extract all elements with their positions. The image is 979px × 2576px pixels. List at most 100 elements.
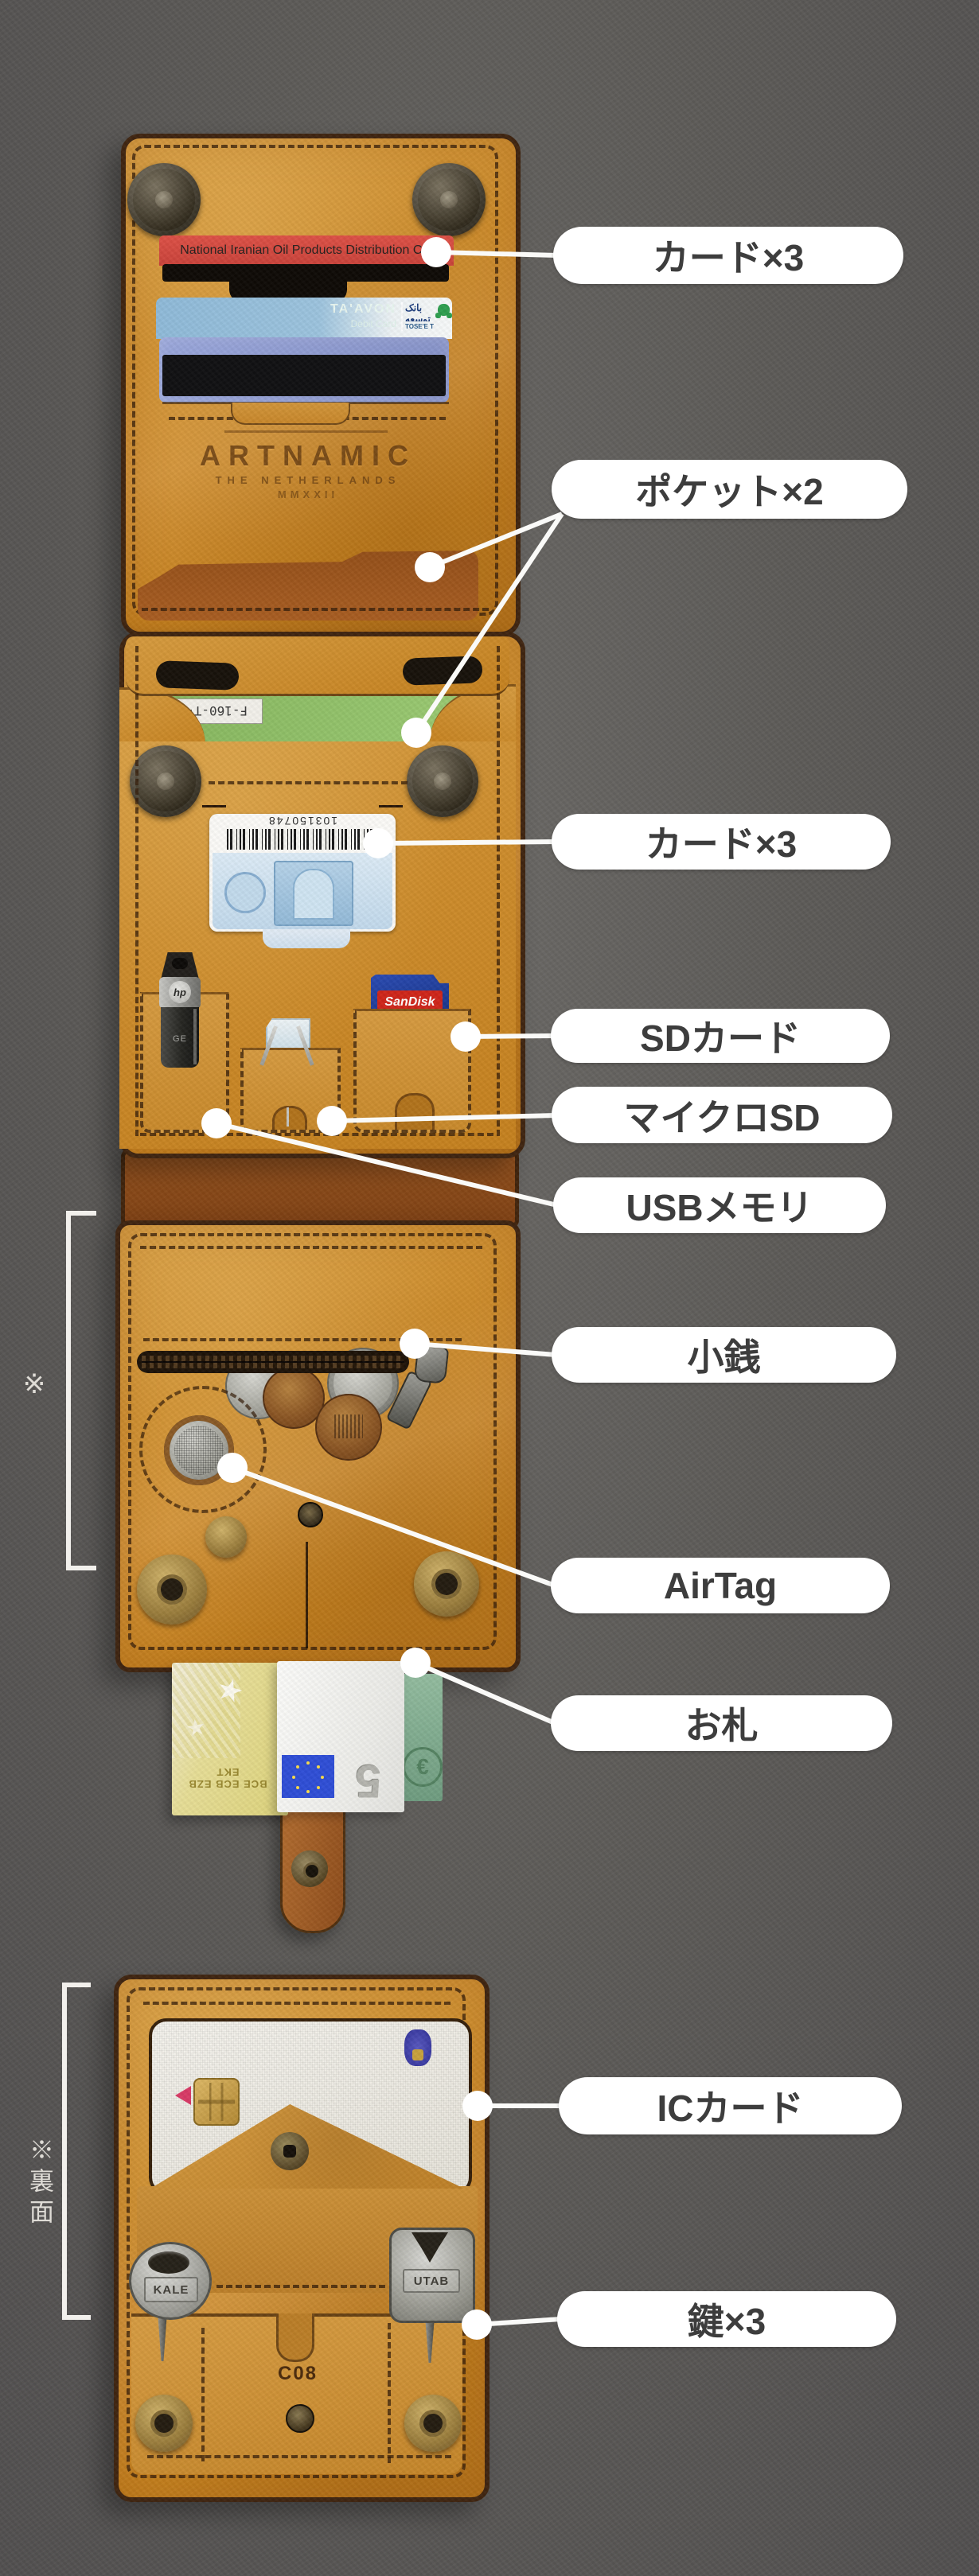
callout-label-usb: USBメモリ <box>553 1177 886 1233</box>
label-text: USBメモリ <box>626 1187 813 1228</box>
stitch-column <box>497 646 500 1136</box>
usb-label-text: GE <box>173 1034 187 1044</box>
label-text: ポケット×2 <box>635 471 824 512</box>
side-note-back: ※裏面 <box>25 2136 53 2230</box>
flap-slot <box>155 660 240 691</box>
leather-slit <box>202 805 226 807</box>
bracket-front <box>66 1211 71 1570</box>
debit-card-name: TA'AVON <box>330 302 396 316</box>
bracket-back-arm <box>62 1983 91 1987</box>
wallet-spine <box>121 1149 519 1228</box>
brass-button <box>205 1516 247 1558</box>
rivet <box>286 2404 314 2433</box>
bracket-front-arm <box>66 1211 96 1216</box>
euro-symbol-mark: € <box>403 1747 443 1787</box>
label-text: ICカード <box>657 2088 804 2129</box>
banknote-code-text: BCE ECB EZB EKT <box>188 1766 267 1790</box>
stitch-row <box>209 781 408 784</box>
stitch-column <box>388 2323 391 2463</box>
magnetic-snap <box>412 163 486 236</box>
label-text: SDカード <box>640 1018 801 1059</box>
eu-flag-stars <box>306 1761 310 1765</box>
ic-card-emblem-detail <box>412 2049 423 2060</box>
chip-contacts <box>198 2083 235 2121</box>
banknote-value-text: 5 <box>355 1755 382 1807</box>
label-text: カード×3 <box>652 237 805 278</box>
magnetic-snap <box>407 745 478 817</box>
red-card-title: National Iranian Oil Products Distributi… <box>180 243 433 257</box>
euro-symbol-text: € <box>416 1754 429 1779</box>
banknote-star: ★ <box>184 1714 209 1741</box>
snap-washer-hole <box>161 1578 183 1601</box>
banknote-yellow <box>172 1663 288 1815</box>
snap-washer-hole <box>423 2414 443 2433</box>
rivet <box>298 1502 323 1527</box>
debit-card <box>156 298 452 339</box>
usb-drive-body <box>161 1007 199 1068</box>
label-text: お札 <box>685 1705 759 1746</box>
clip-pin <box>287 1107 289 1127</box>
callout-label-pockets: ポケット×2 <box>552 460 907 519</box>
id-card-tongue <box>263 926 350 948</box>
bracket-front-arm <box>66 1566 96 1570</box>
card-slot-notch <box>231 403 350 425</box>
banknote-value: 5 <box>341 1753 396 1809</box>
brand-origin-emboss: THE NETHERLANDS <box>215 474 401 486</box>
coin-panel-stitching <box>128 1233 497 1650</box>
key-right-label: UTAB <box>403 2269 460 2293</box>
label-text: マイクロSD <box>623 1096 821 1138</box>
label-text: AirTag <box>663 1565 778 1606</box>
stitch-row <box>140 1246 482 1249</box>
usb-drive-clip <box>193 1009 197 1064</box>
callout-label-coins: 小銭 <box>552 1327 896 1383</box>
debit-card-type: Debit Card <box>350 318 396 329</box>
callout-label-bills: お札 <box>551 1695 892 1751</box>
stitch-row <box>147 2455 451 2458</box>
callout-label-airtag: AirTag <box>551 1558 890 1613</box>
key-left-text: KALE <box>153 2282 189 2297</box>
pocket-notch <box>272 1106 307 1130</box>
bracket-back <box>62 1983 67 2320</box>
debit-card-bank-latin: TOSE'E T <box>405 323 434 330</box>
leather-slit <box>379 805 403 807</box>
stitch-column <box>135 646 138 1136</box>
strap-snap-center <box>303 1862 321 1880</box>
callout-label-sd-card: SDカード <box>551 1009 890 1063</box>
hp-logo-icon: hp <box>169 981 191 1003</box>
label-text: 小銭 <box>687 1337 761 1378</box>
coin <box>315 1394 382 1461</box>
debit-card-bank-arabic: بانک توسعه تعاون <box>405 302 431 321</box>
flap-slot <box>402 656 483 686</box>
model-stamp-text: C08 <box>277 2363 318 2384</box>
zipper-split <box>142 1361 404 1363</box>
brand-emboss-line <box>224 430 388 433</box>
snap-washer-hole <box>435 1573 458 1595</box>
usb-brand-text: hp <box>174 986 186 998</box>
callout-label-micro-sd: マイクロSD <box>552 1087 892 1143</box>
side-note-front: ※ <box>22 1369 46 1399</box>
key-left-label: KALE <box>144 2277 198 2302</box>
ic-card-chip <box>193 2078 240 2126</box>
brand-name-emboss: ARTNAMIC <box>200 439 416 472</box>
callout-label-ic-card: ICカード <box>559 2077 902 2134</box>
airtag-disc <box>170 1421 228 1480</box>
id-card-barcode <box>227 829 380 850</box>
bank-logo-icon <box>438 304 450 316</box>
snap-washer-hole <box>154 2414 174 2433</box>
callout-label-keys: 鍵×3 <box>557 2291 896 2347</box>
sd-brand-text: SanDisk <box>384 995 435 1009</box>
brand-year-emboss: MMXXII <box>277 488 339 500</box>
banknote-guilloche <box>172 1663 240 1758</box>
strap-slit <box>306 1542 308 1648</box>
eu-flag <box>282 1755 334 1798</box>
id-card-seal <box>224 872 266 913</box>
magnetic-snap <box>130 745 201 817</box>
key-left-hole <box>148 2251 189 2274</box>
zipper-slider <box>413 1344 450 1384</box>
label-text: カード×3 <box>645 823 798 865</box>
stitch-row <box>142 608 489 611</box>
card-slot-notch <box>229 264 347 302</box>
card-magnetic-stripe <box>162 355 446 396</box>
stitch-row <box>143 1338 462 1341</box>
